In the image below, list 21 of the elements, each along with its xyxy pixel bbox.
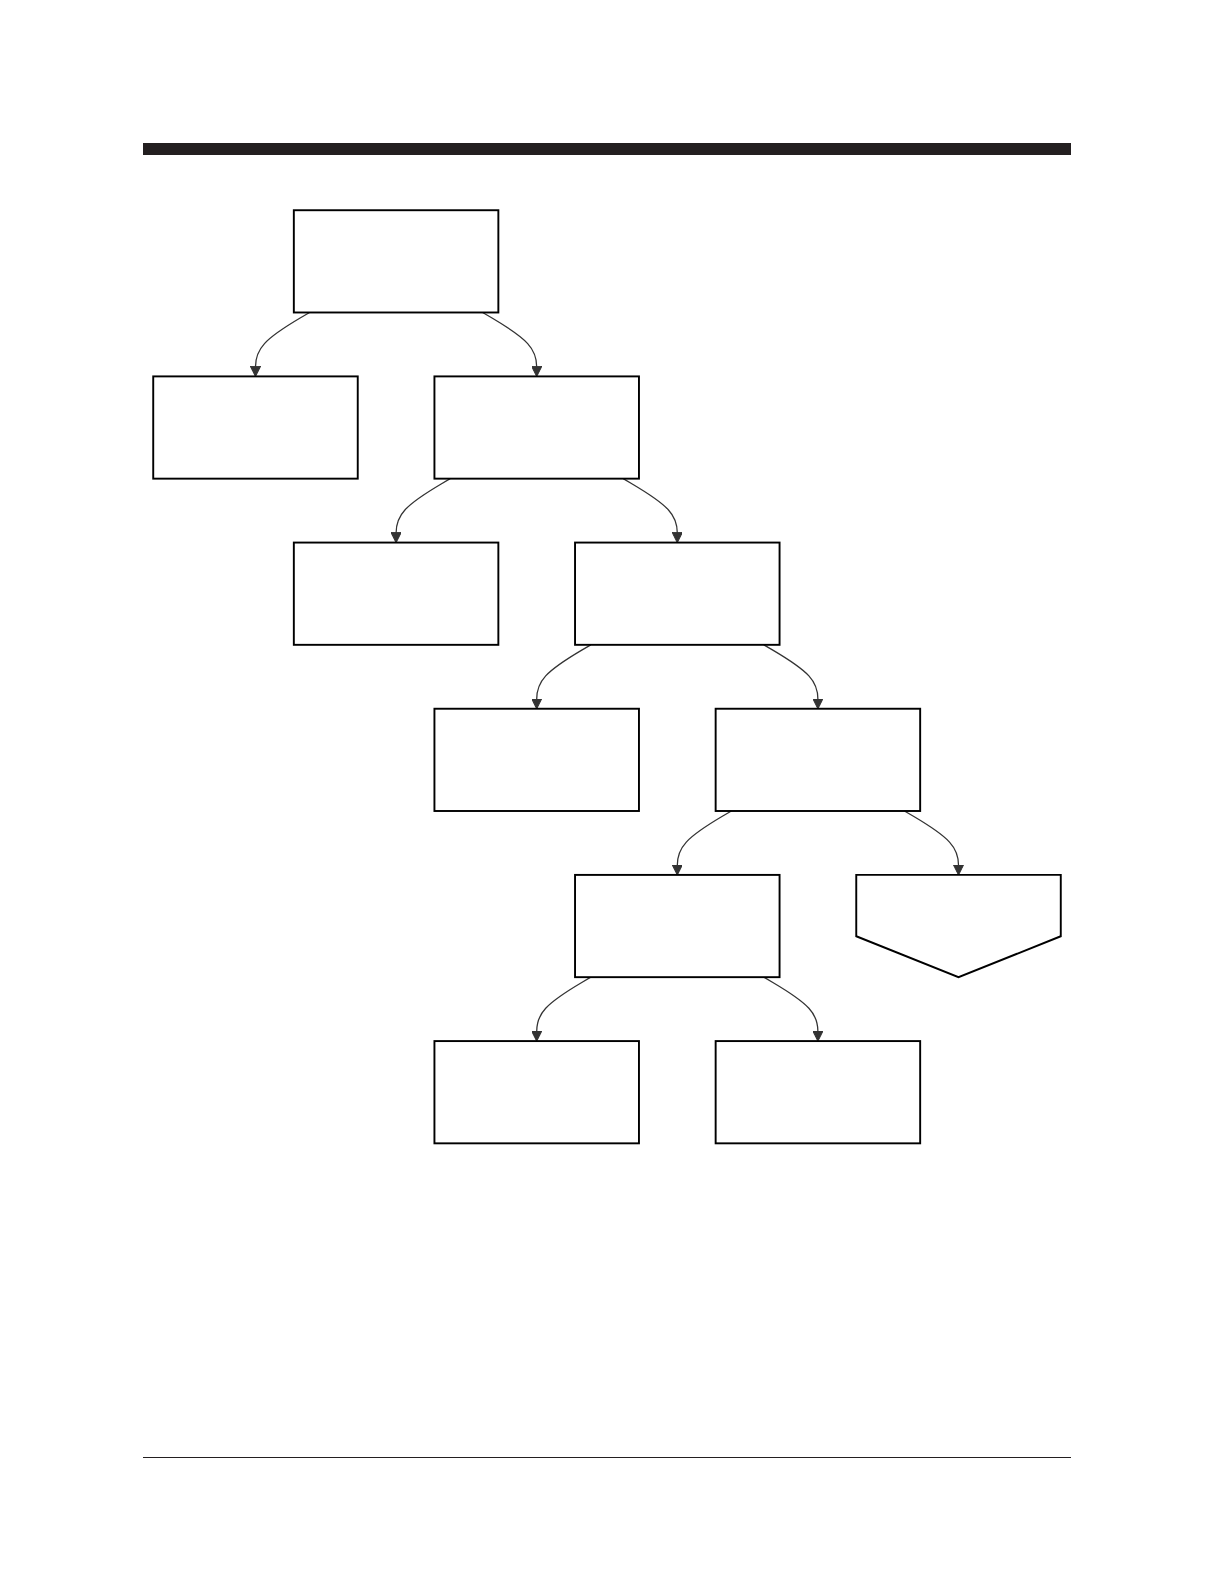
arrow (531, 644, 592, 710)
arrow (763, 976, 824, 1042)
off-page-connector (855, 873, 1062, 979)
process-box (292, 541, 500, 646)
arrow (671, 810, 732, 876)
arrow (763, 644, 824, 710)
arrow (531, 976, 592, 1042)
arrow (622, 478, 683, 544)
arrow (249, 311, 311, 377)
process-box (714, 1040, 922, 1145)
process-box (433, 375, 640, 480)
arrow (482, 311, 543, 377)
arrow (390, 478, 451, 544)
process-box (292, 209, 500, 314)
process-box (433, 707, 640, 812)
process-box (574, 541, 781, 646)
process-box (574, 873, 781, 979)
process-box (433, 1040, 640, 1145)
arrow (903, 810, 965, 876)
process-box (714, 707, 922, 812)
process-box (152, 375, 359, 480)
